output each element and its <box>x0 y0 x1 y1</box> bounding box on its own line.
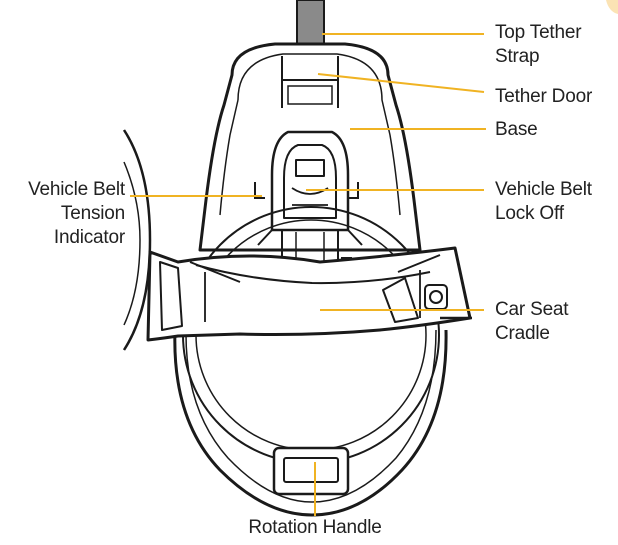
label-car-seat-cradle: Car Seat Cradle <box>495 299 569 344</box>
label-rotation-handle: Rotation Handle <box>248 517 382 538</box>
tether-door <box>281 56 339 108</box>
vehicle-seat-edge <box>122 129 152 351</box>
label-top-tether-strap: Top Tether Strap <box>495 22 582 67</box>
rotation-handle <box>272 446 350 496</box>
corner-tab <box>606 0 618 14</box>
label-tether-door: Tether Door <box>495 86 593 107</box>
label-vehicle-belt-tension-indicator: Vehicle Belt Tension Indicator <box>28 179 125 248</box>
leader-lines <box>130 33 486 516</box>
rotation-bowl <box>173 206 448 517</box>
belt-lock-off <box>257 130 363 246</box>
car-seat-cradle <box>146 246 472 342</box>
leader-tether-door <box>317 73 485 93</box>
label-vehicle-belt-lock-off: Vehicle Belt Lock Off <box>495 179 592 224</box>
label-base: Base <box>495 119 538 140</box>
